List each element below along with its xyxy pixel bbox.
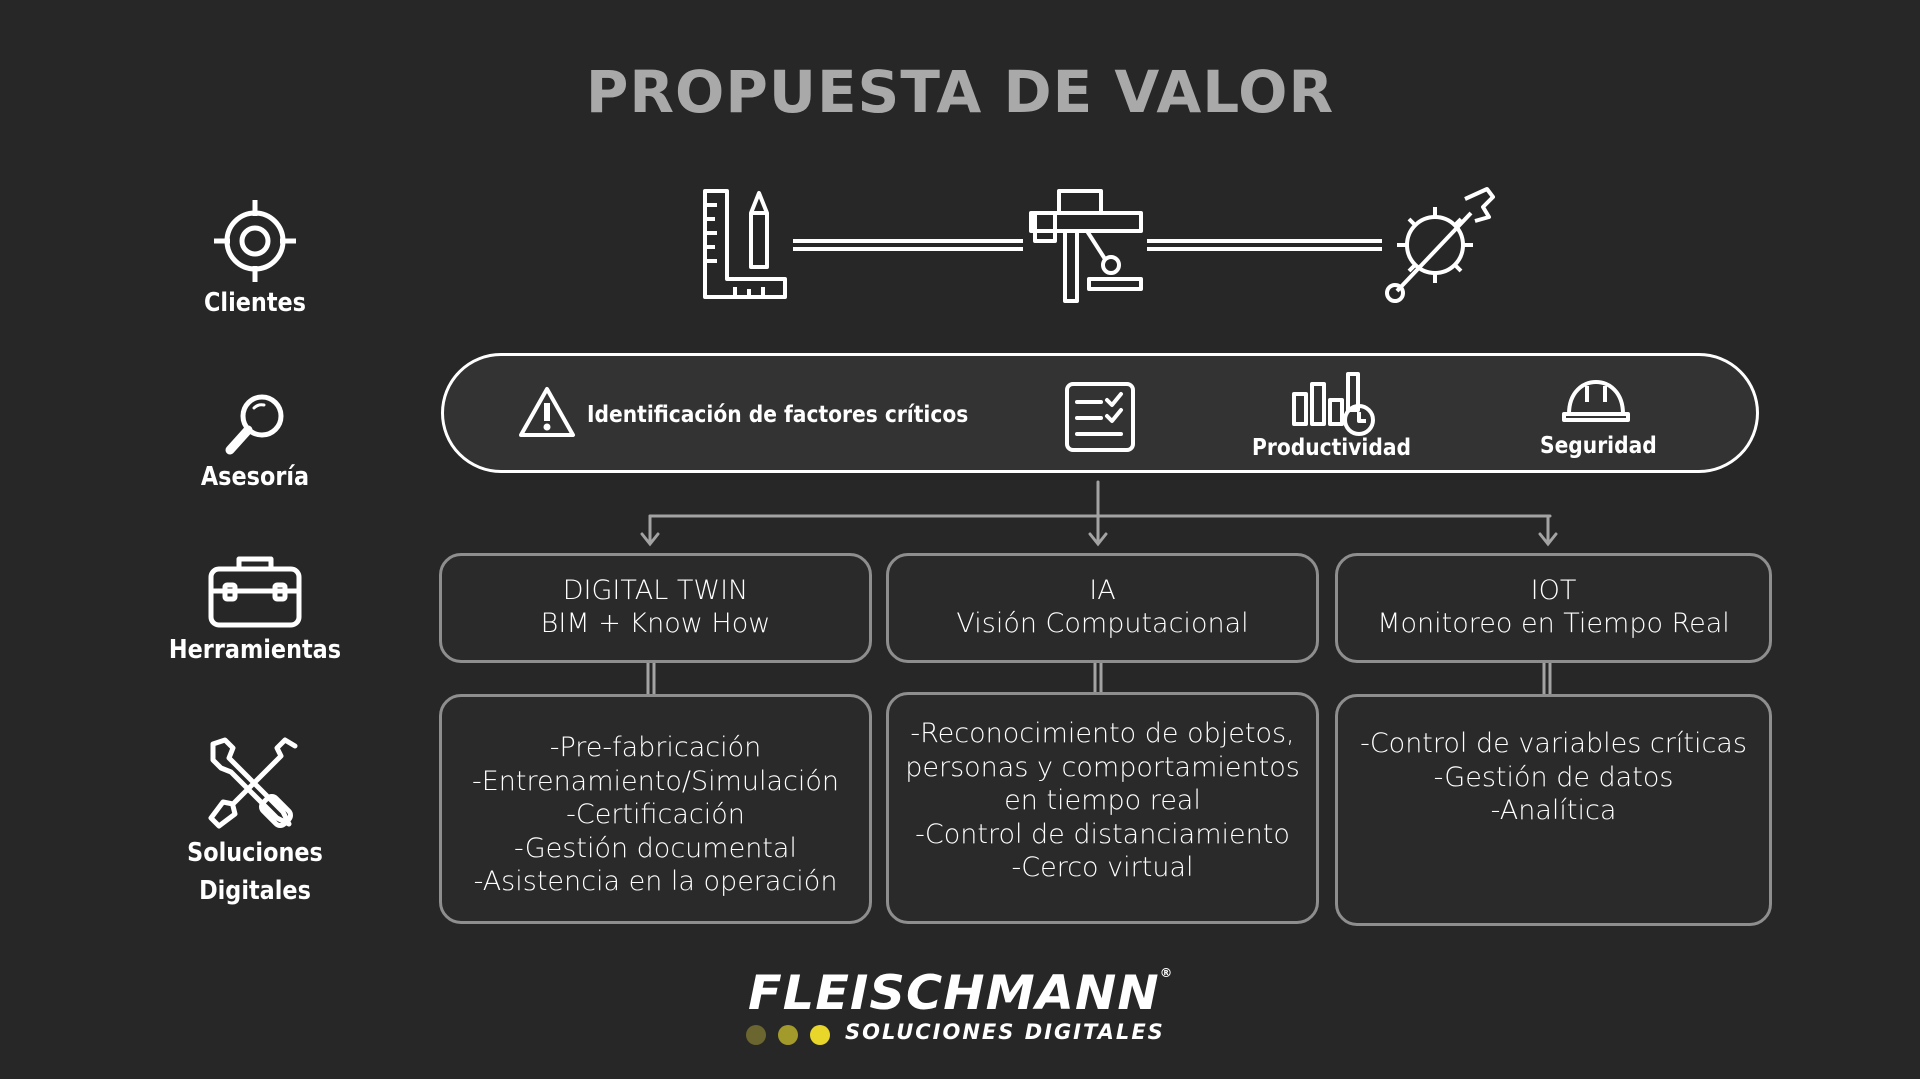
feature-item: -Cerco virtual xyxy=(1011,852,1194,883)
checklist-icon xyxy=(1065,382,1135,452)
column-title: IOT xyxy=(1530,575,1577,606)
feature-item: en tiempo real xyxy=(1004,785,1201,816)
brand-dot xyxy=(778,1025,798,1045)
gear-wrench-icon xyxy=(1385,187,1495,303)
critical-factors-label: Identificación de factores críticos xyxy=(587,402,969,428)
sidebar-label: Digitales xyxy=(199,876,311,906)
column-subtitle: Monitoreo en Tiempo Real xyxy=(1377,608,1730,639)
brand-dot xyxy=(746,1025,766,1045)
sidebar-item-soluciones-digitales: Soluciones Digitales xyxy=(125,734,385,910)
feature-item: -Control de distanciamiento xyxy=(915,818,1290,850)
hard-hat-icon xyxy=(1562,380,1630,422)
column-title: DIGITAL TWIN xyxy=(562,575,749,606)
brand-logo: FLEISCHMANN® xyxy=(748,966,1173,1021)
ruler-pencil-icon xyxy=(703,189,787,299)
column-subtitle: BIM + Know How xyxy=(540,608,771,639)
registered-mark: ® xyxy=(1159,966,1174,980)
magnifier-icon xyxy=(225,394,284,455)
sidebar-label: Asesoría xyxy=(200,462,310,492)
feature-item: -Entrenamiento/Simulación xyxy=(471,765,840,797)
brand-dot xyxy=(810,1025,830,1045)
flow-connectors xyxy=(640,480,1558,694)
digital-twin-header: DIGITAL TWIN BIM + Know How xyxy=(439,553,872,663)
critical-factors-bar xyxy=(441,353,1759,473)
iot-header: IOT Monitoreo en Tiempo Real xyxy=(1335,553,1772,663)
ia-header: IA Visión Computacional xyxy=(886,553,1319,663)
sidebar-label: Herramientas xyxy=(168,635,342,665)
page-title: PROPUESTA DE VALOR xyxy=(585,58,1335,126)
feature-item: -Certificación xyxy=(566,799,745,830)
brand-name: FLEISCHMANN xyxy=(748,966,1160,1021)
sidebar-item-asesoria: Asesoría xyxy=(125,392,385,496)
sidebar-label: Soluciones xyxy=(187,838,323,868)
productivity-label: Productividad xyxy=(1252,435,1412,461)
safety-label: Seguridad xyxy=(1540,433,1657,459)
feature-item: personas y comportamientos xyxy=(905,751,1300,783)
feature-item: -Gestión de datos xyxy=(1433,761,1674,793)
digital-twin-features: -Pre-fabricación -Entrenamiento/Simulaci… xyxy=(439,694,872,924)
construction-crane-icon xyxy=(1029,189,1143,303)
feature-item: -Gestión documental xyxy=(514,832,797,864)
toolbox-icon xyxy=(208,556,302,628)
crosshair-icon xyxy=(214,200,296,282)
feature-item: -Control de variables críticas xyxy=(1360,728,1747,759)
warning-icon xyxy=(519,387,575,437)
sidebar-item-clientes: Clientes xyxy=(125,198,385,322)
productivity-chart-icon xyxy=(1292,372,1375,436)
feature-item: -Analítica xyxy=(1490,795,1617,826)
wrench-screwdriver-icon xyxy=(208,737,298,829)
feature-item: -Pre-fabricación xyxy=(549,732,762,763)
sidebar-item-herramientas: Herramientas xyxy=(125,553,385,669)
sidebar-label: Clientes xyxy=(204,288,306,318)
feature-item: -Asistencia en la operación xyxy=(473,866,838,897)
brand-tagline: SOLUCIONES DIGITALES xyxy=(845,1020,1165,1044)
ia-features: -Reconocimiento de objetos, personas y c… xyxy=(886,692,1319,924)
process-flow xyxy=(703,187,1495,303)
feature-item: -Reconocimiento de objetos, xyxy=(910,718,1295,749)
column-subtitle: Visión Computacional xyxy=(956,608,1249,639)
column-title: IA xyxy=(1089,575,1116,606)
iot-features: -Control de variables críticas -Gestión … xyxy=(1335,694,1772,926)
